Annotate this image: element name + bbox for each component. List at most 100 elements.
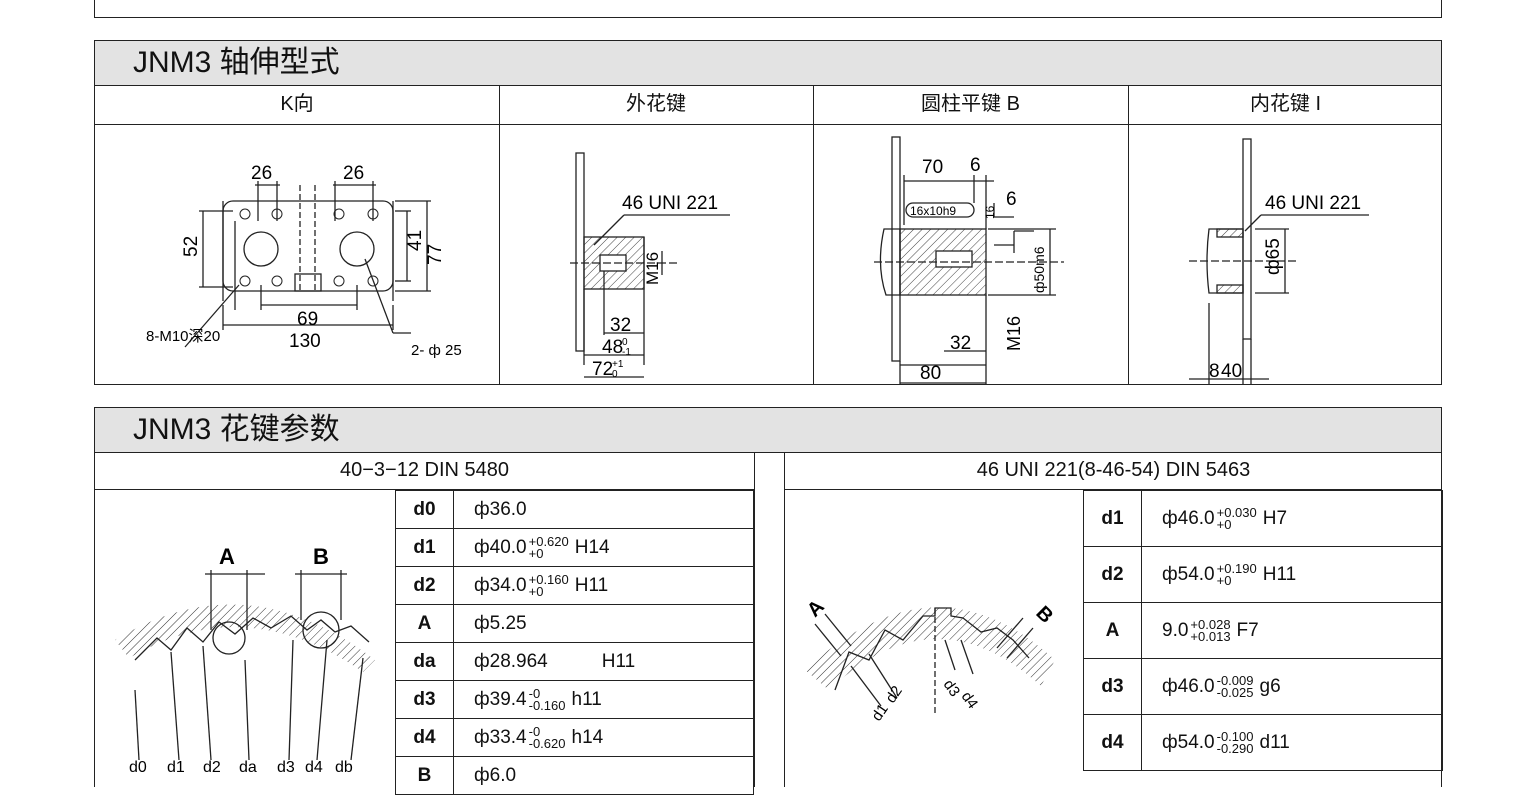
param-value-cell: 9.0+0.028+0.013 F7 bbox=[1141, 602, 1443, 659]
spline-params-panel: JNM3 花键参数 40−3−12 DIN 5480 46 UNI 221(8-… bbox=[94, 407, 1443, 795]
param-tolerance: +0.160+0 bbox=[528, 573, 569, 599]
dim-69: 69 bbox=[297, 309, 318, 330]
divider bbox=[95, 489, 755, 490]
key-dim-6a: 6 bbox=[970, 155, 981, 176]
tolerance-lower: -0.290 bbox=[1216, 740, 1254, 756]
tolerance-upper: -0.009 bbox=[1216, 672, 1254, 688]
tolerance-upper: +0.190 bbox=[1216, 560, 1257, 576]
spline-panel-title: JNM3 花键参数 bbox=[133, 413, 340, 446]
key-dim-70: 70 bbox=[922, 157, 943, 178]
shaft-panel-header: JNM3 轴伸型式 bbox=[95, 41, 1441, 86]
divider bbox=[754, 453, 755, 787]
tolerance-lower: -0.025 bbox=[1216, 684, 1254, 700]
param-value: ф5.25 bbox=[474, 612, 527, 634]
param-fit: H14 bbox=[574, 536, 610, 558]
param-tolerance: -0-0.160 bbox=[528, 685, 566, 712]
divider bbox=[1128, 86, 1129, 384]
divider bbox=[813, 86, 814, 384]
previous-section-frame bbox=[94, 0, 1442, 18]
tolerance-upper: +0.030 bbox=[1216, 504, 1257, 520]
divider bbox=[499, 86, 500, 384]
param-tolerance: +0.030+0 bbox=[1216, 504, 1257, 532]
int-len-40: 40 bbox=[1221, 361, 1242, 382]
param-fit: d11 bbox=[1259, 731, 1290, 753]
param-fit: F7 bbox=[1236, 619, 1259, 641]
right-fig-label-d3: d3 bbox=[940, 677, 963, 700]
fig-label-b: B bbox=[313, 544, 329, 569]
parallel-key-drawing: 70 6 6 16x10h9 16 ф50m6 M16 32 80 86 bbox=[874, 136, 1064, 385]
param-value: 9.0 bbox=[1162, 619, 1189, 641]
param-value-cell: ф6.0 bbox=[453, 756, 754, 795]
tolerance-lower: -0.620 bbox=[528, 735, 566, 751]
param-value: ф28.964 bbox=[474, 650, 548, 672]
bore-label: 2- ф 25 bbox=[411, 342, 462, 359]
divider bbox=[784, 453, 785, 787]
param-value: ф46.0 bbox=[1162, 675, 1215, 697]
fig-label-d0: d0 bbox=[129, 759, 147, 776]
param-key: A bbox=[395, 604, 454, 643]
dim-26-right: 26 bbox=[343, 163, 364, 184]
param-value: ф33.4 bbox=[474, 726, 527, 748]
param-key: da bbox=[395, 642, 454, 681]
param-fit: H7 bbox=[1262, 507, 1288, 529]
param-key: d4 bbox=[1083, 714, 1142, 771]
param-key: d1 bbox=[395, 528, 454, 567]
param-tolerance: -0-0.620 bbox=[528, 725, 566, 751]
int-spline-spec: 46 UNI 221 bbox=[1265, 193, 1361, 214]
left-spline-heading: 40−3−12 DIN 5480 bbox=[339, 459, 510, 481]
param-key: d3 bbox=[1083, 658, 1142, 715]
int-dia: ф65 bbox=[1263, 238, 1284, 275]
right-fig-label-d2: d2 bbox=[882, 683, 905, 706]
external-spline-drawing: 46 UNI 221 M16 32 48 0 -1 72 +1 0 bbox=[570, 152, 730, 380]
shaft-types-panel: JNM3 轴伸型式 K向 外花键 圆柱平键 B 内花键 I bbox=[94, 40, 1442, 385]
ext-thread: M16 bbox=[643, 252, 662, 285]
fig-label-d3: d3 bbox=[277, 759, 295, 776]
tolerance-upper: -0.100 bbox=[1216, 728, 1254, 744]
param-value: ф6.0 bbox=[474, 764, 517, 786]
column-k-view: K向 bbox=[280, 93, 314, 115]
param-tolerance: -0.009-0.025 bbox=[1216, 672, 1254, 700]
param-tolerance: +0.190+0 bbox=[1216, 560, 1257, 588]
tolerance-lower: +0.013 bbox=[1190, 628, 1231, 644]
tolerance-upper: -0 bbox=[528, 685, 541, 701]
fig-label-db: db bbox=[335, 759, 353, 776]
param-fit: H11 bbox=[1262, 563, 1297, 585]
right-fig-label-a: A bbox=[803, 596, 829, 622]
din5463-profile-figure: A B d1 d2 d3 d4 bbox=[803, 596, 1057, 725]
param-key: d3 bbox=[395, 680, 454, 719]
tolerance-upper: +0.028 bbox=[1190, 616, 1231, 632]
spline-panel-header: JNM3 花键参数 bbox=[95, 408, 1441, 453]
key-dia: ф50m6 bbox=[1031, 246, 1047, 293]
param-value: ф54.0 bbox=[1162, 731, 1215, 753]
tolerance-lower: +0 bbox=[1216, 572, 1232, 588]
fig-label-d4: d4 bbox=[305, 759, 323, 776]
tolerance-lower: +0 bbox=[1216, 516, 1232, 532]
ext-len-72-tol-lo: 0 bbox=[612, 369, 618, 380]
key-len-32: 32 bbox=[950, 333, 971, 354]
tolerance-lower: +0 bbox=[528, 583, 544, 599]
param-value: ф36.0 bbox=[474, 498, 527, 520]
internal-spline-drawing: 46 UNI 221 ф65 8 40 18 bbox=[1189, 138, 1369, 385]
key-thread: M16 bbox=[1004, 316, 1024, 351]
param-value-cell: ф54.0-0.100-0.290 d11 bbox=[1141, 714, 1443, 771]
holes-label: 8-M10深20 bbox=[146, 328, 220, 345]
fig-label-a: A bbox=[219, 544, 235, 569]
param-fit: H11 bbox=[574, 574, 609, 596]
tolerance-upper: +0.620 bbox=[528, 533, 569, 549]
